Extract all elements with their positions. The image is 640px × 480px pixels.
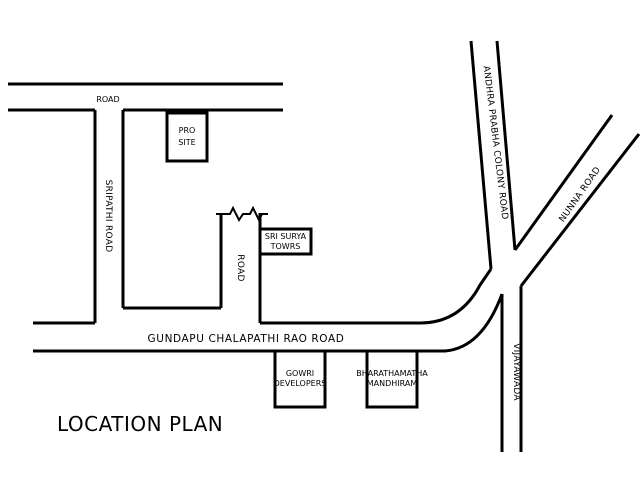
sri-surya-label-1: SRI SURYA xyxy=(265,232,307,241)
pro-site-label-1: PRO xyxy=(179,126,196,135)
vijayawada-label: VIJAYAWADA xyxy=(511,343,521,401)
pro-site-label-2: SITE xyxy=(178,138,195,147)
andhra-prabha-road xyxy=(469,40,517,270)
top-road-label: ROAD xyxy=(96,95,119,104)
bharathamatha-box: BHARATHAMATHA MANDHIRAM xyxy=(356,349,428,409)
bharathamatha-label-1: BHARATHAMATHA xyxy=(356,369,428,378)
sri-surya-box: SRI SURYA TOWRS xyxy=(258,227,313,256)
gowri-box: GOWRI DEVELOPERS xyxy=(273,349,327,409)
pro-site-box: PRO SITE xyxy=(165,111,209,163)
sri-surya-label-2: TOWRS xyxy=(270,242,301,251)
gowri-label-1: GOWRI xyxy=(286,369,314,378)
gundapu-road-label: GUNDAPU CHALAPATHI RAO ROAD xyxy=(148,333,345,345)
gowri-label-2: DEVELOPERS xyxy=(274,379,327,388)
nunna-road-label: NUNNA ROAD xyxy=(558,165,604,224)
gundapu-road xyxy=(33,268,504,353)
top-road xyxy=(8,82,283,112)
sripathi-road xyxy=(93,110,125,323)
location-plan-title: LOCATION PLAN xyxy=(57,412,223,436)
sripathi-road-label: SRIPATHI ROAD xyxy=(103,180,113,253)
road-break-mark xyxy=(216,205,268,223)
nunna-road xyxy=(513,114,640,287)
side-road-label: ROAD xyxy=(235,254,245,281)
vijayawada-road xyxy=(500,286,523,452)
bharathamatha-label-2: MANDHIRAM xyxy=(367,379,418,388)
